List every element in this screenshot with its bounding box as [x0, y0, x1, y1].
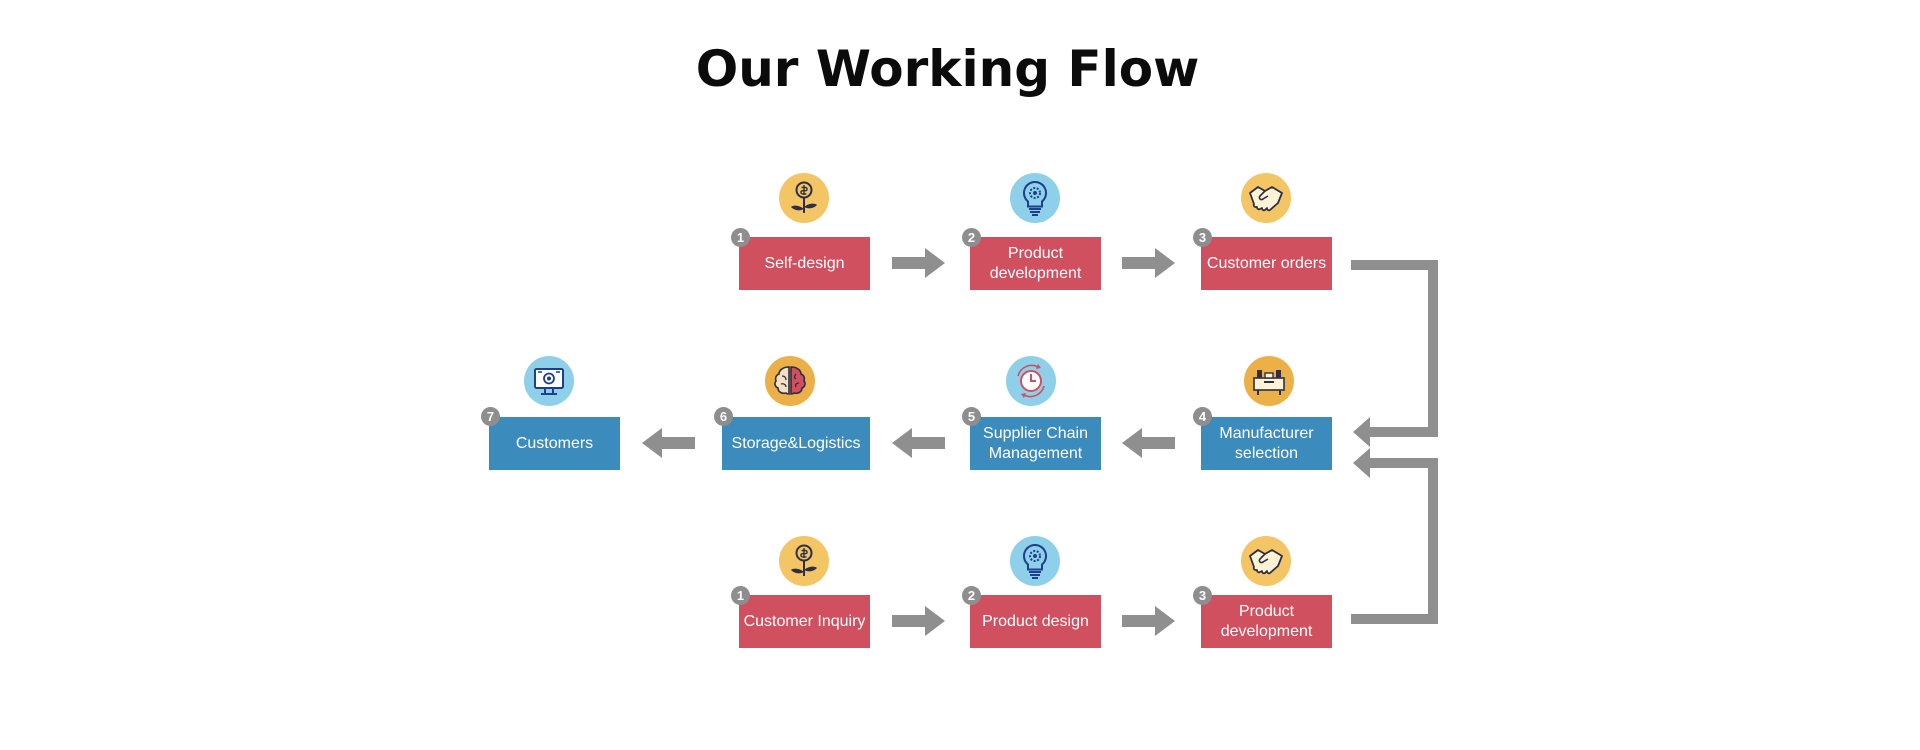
step-number-badge: 2: [962, 586, 981, 605]
step-number-badge: 4: [1193, 407, 1212, 426]
step-box-supplier-chain-management: Supplier Chain Management: [970, 417, 1101, 470]
step-number-badge: 2: [962, 228, 981, 247]
arrow-right: [892, 248, 945, 278]
step-label: Manufacturer selection: [1219, 424, 1314, 462]
step-label: Self-design: [764, 254, 845, 272]
money-plant-icon: [779, 536, 829, 586]
connector-bottom: [1351, 448, 1438, 624]
step-label: Product development: [1220, 602, 1313, 640]
step-box-customers: Customers: [489, 417, 620, 470]
step-number-badge: 1: [731, 586, 750, 605]
arrow-left: [1122, 428, 1175, 458]
step-label: Customer Inquiry: [743, 612, 866, 630]
step-box-product-development-2: Product development: [1201, 595, 1332, 648]
monitor-icon: [524, 356, 574, 406]
brain-icon: [765, 356, 815, 406]
lightbulb-gear-icon: [1010, 536, 1060, 586]
step-box-self-design: Self-design: [739, 237, 870, 290]
arrow-right: [892, 606, 945, 636]
money-plant-icon: [779, 173, 829, 223]
step-number-badge: 1: [731, 228, 750, 247]
factory-icon: [1244, 356, 1294, 406]
arrow-right: [1122, 606, 1175, 636]
step-box-storage-logistics: Storage&Logistics: [722, 417, 870, 470]
step-number-badge: 6: [714, 407, 733, 426]
lightbulb-gear-icon: [1010, 173, 1060, 223]
step-box-manufacturer-selection: Manufacturer selection: [1201, 417, 1332, 470]
step-number-badge: 5: [962, 407, 981, 426]
handshake-icon: [1241, 536, 1291, 586]
step-label: Product design: [982, 612, 1089, 630]
step-number-badge: 3: [1193, 228, 1212, 247]
connector-top: [1351, 260, 1438, 447]
arrow-right: [1122, 248, 1175, 278]
step-label: Customers: [515, 434, 594, 452]
step-box-customer-orders: Customer orders: [1201, 237, 1332, 290]
clock-cycle-icon: [1006, 356, 1056, 406]
step-box-customer-inquiry: Customer Inquiry: [739, 595, 870, 648]
arrow-left: [892, 428, 945, 458]
step-number-badge: 3: [1193, 586, 1212, 605]
handshake-icon: [1241, 173, 1291, 223]
step-label: Storage&Logistics: [731, 434, 861, 452]
step-number-badge: 7: [481, 407, 500, 426]
page-title: Our Working Flow: [695, 40, 1200, 98]
step-box-product-design: Product design: [970, 595, 1101, 648]
arrow-left: [642, 428, 695, 458]
step-label: Supplier Chain Management: [983, 424, 1088, 462]
step-box-product-development: Product development: [970, 237, 1101, 290]
step-label: Product development: [989, 244, 1082, 282]
step-label: Customer orders: [1206, 254, 1327, 272]
